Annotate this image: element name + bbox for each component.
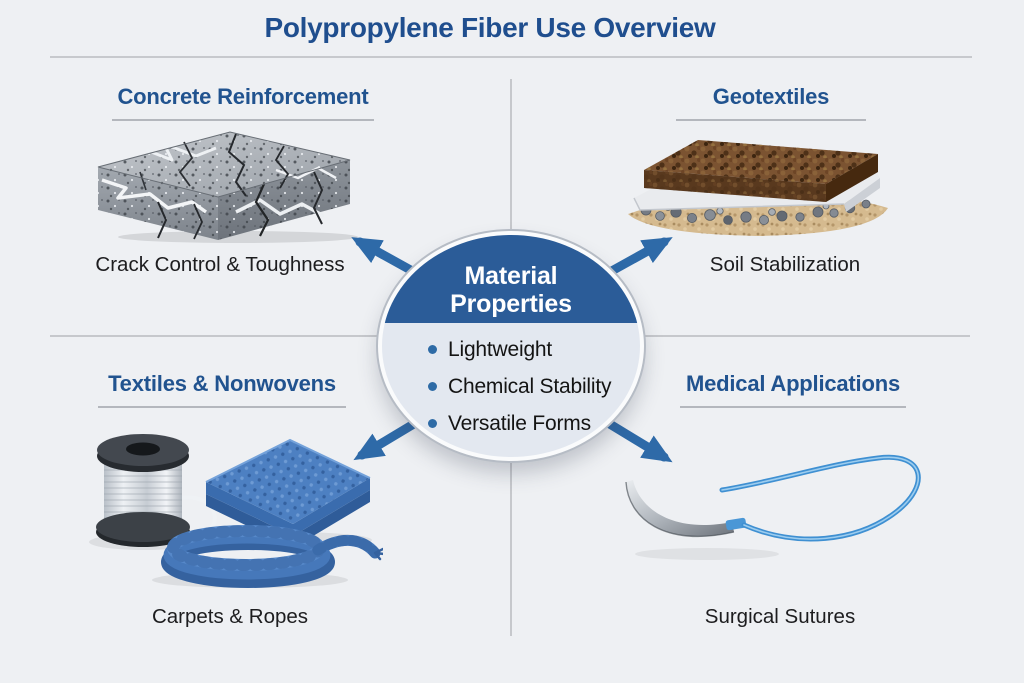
material-properties-circle: Material Properties Lightweight Chemical… bbox=[378, 231, 644, 461]
cracked-concrete-block-icon bbox=[97, 131, 358, 243]
property-label: Chemical Stability bbox=[448, 374, 612, 398]
caption-surgical-sutures: Surgical Sutures bbox=[704, 605, 856, 628]
property-list: Lightweight Chemical Stability Versatile… bbox=[382, 323, 640, 442]
heading-medical-applications: Medical Applications bbox=[680, 371, 906, 408]
property-label: Versatile Forms bbox=[448, 411, 591, 435]
bullet-icon bbox=[428, 419, 437, 428]
circle-header: Material Properties bbox=[382, 235, 640, 323]
circle-title-line1: Material bbox=[464, 262, 558, 290]
caption-carpets-ropes: Carpets & Ropes bbox=[151, 605, 309, 628]
heading-geotextiles: Geotextiles bbox=[676, 84, 866, 121]
circle-title-line2: Properties bbox=[450, 290, 572, 318]
bullet-icon bbox=[428, 382, 437, 391]
page-title: Polypropylene Fiber Use Overview bbox=[264, 12, 716, 43]
caption-soil-stabilization: Soil Stabilization bbox=[709, 253, 861, 276]
property-item: Versatile Forms bbox=[428, 405, 640, 442]
property-item: Chemical Stability bbox=[428, 368, 640, 405]
caption-crack-control: Crack Control & Toughness bbox=[95, 253, 345, 276]
geotextile-soil-layers-icon bbox=[628, 140, 888, 236]
heading-textiles-nonwovens: Textiles & Nonwovens bbox=[98, 371, 346, 408]
property-label: Lightweight bbox=[448, 337, 553, 361]
surgical-suture-needle-icon bbox=[625, 454, 921, 560]
spool-fabric-rope-icon bbox=[89, 434, 383, 588]
heading-concrete-reinforcement: Concrete Reinforcement bbox=[112, 84, 374, 121]
title-divider bbox=[50, 56, 972, 58]
bullet-icon bbox=[428, 345, 437, 354]
property-item: Lightweight bbox=[428, 331, 640, 368]
